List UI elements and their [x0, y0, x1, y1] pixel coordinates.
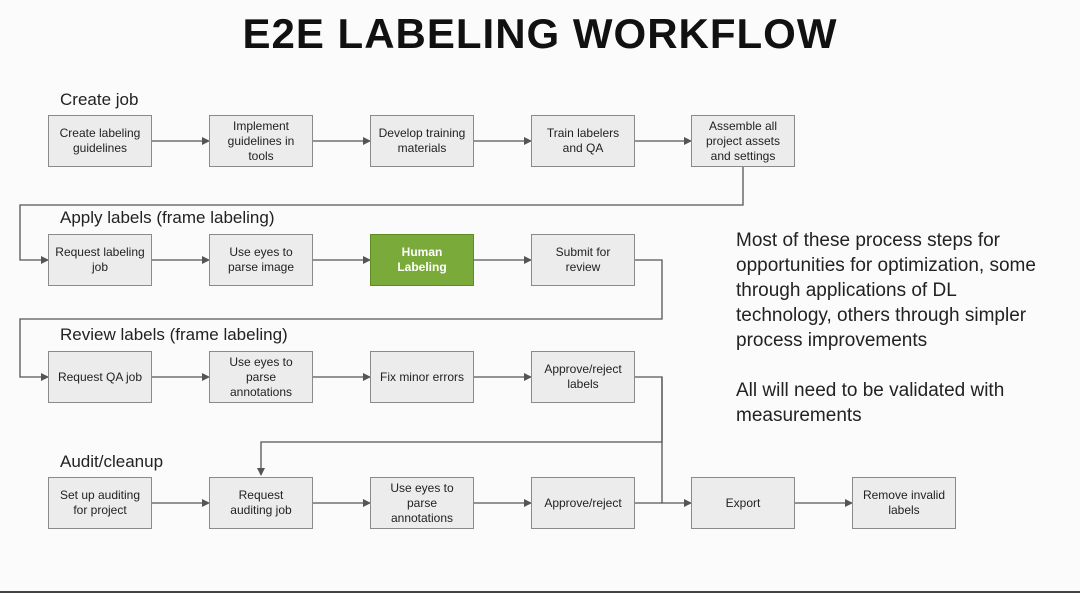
node-request-qa-job: Request QA job — [48, 351, 152, 403]
node-assemble-assets: Assemble all project assets and settings — [691, 115, 795, 167]
node-submit-review: Submit for review — [531, 234, 635, 286]
node-eyes-parse-annotations-review: Use eyes to parse annotations — [209, 351, 313, 403]
node-approve-reject-labels: Approve/reject labels — [531, 351, 635, 403]
node-export: Export — [691, 477, 795, 529]
node-setup-auditing: Set up auditing for project — [48, 477, 152, 529]
section-apply-labels: Apply labels (frame labeling) — [60, 208, 275, 227]
section-audit-cleanup: Audit/cleanup — [60, 452, 164, 471]
arrow-assemble-to-request-labeling — [19, 167, 744, 264]
section-create-job: Create job — [60, 90, 139, 109]
bottom-divider — [0, 591, 1080, 593]
side-note: Most of these process steps for opportun… — [736, 228, 1046, 428]
node-remove-invalid-labels: Remove invalid labels — [852, 477, 956, 529]
node-develop-training: Develop training materials — [370, 115, 474, 167]
node-create-guidelines: Create labeling guidelines — [48, 115, 152, 167]
side-note-paragraph-1: Most of these process steps for opportun… — [736, 230, 1036, 351]
node-train-labelers: Train labelers and QA — [531, 115, 635, 167]
node-approve-reject: Approve/reject — [531, 477, 635, 529]
node-eyes-parse-image: Use eyes to parse image — [209, 234, 313, 286]
node-request-labeling-job: Request labeling job — [48, 234, 152, 286]
node-eyes-parse-annotations-audit: Use eyes to parse annotations — [370, 477, 474, 529]
page-title: E2E LABELING WORKFLOW — [242, 10, 838, 57]
section-review-labels: Review labels (frame labeling) — [60, 325, 288, 344]
side-note-paragraph-2: All will need to be validated with measu… — [736, 380, 1005, 426]
node-fix-minor-errors: Fix minor errors — [370, 351, 474, 403]
node-implement-guidelines: Implement guidelines in tools — [209, 115, 313, 167]
node-human-labeling: Human Labeling — [370, 234, 474, 286]
arrow-approve-labels-to-export — [661, 377, 692, 507]
arrow-submit-to-request-qa — [19, 259, 663, 381]
node-request-auditing-job: Request auditing job — [209, 477, 313, 529]
